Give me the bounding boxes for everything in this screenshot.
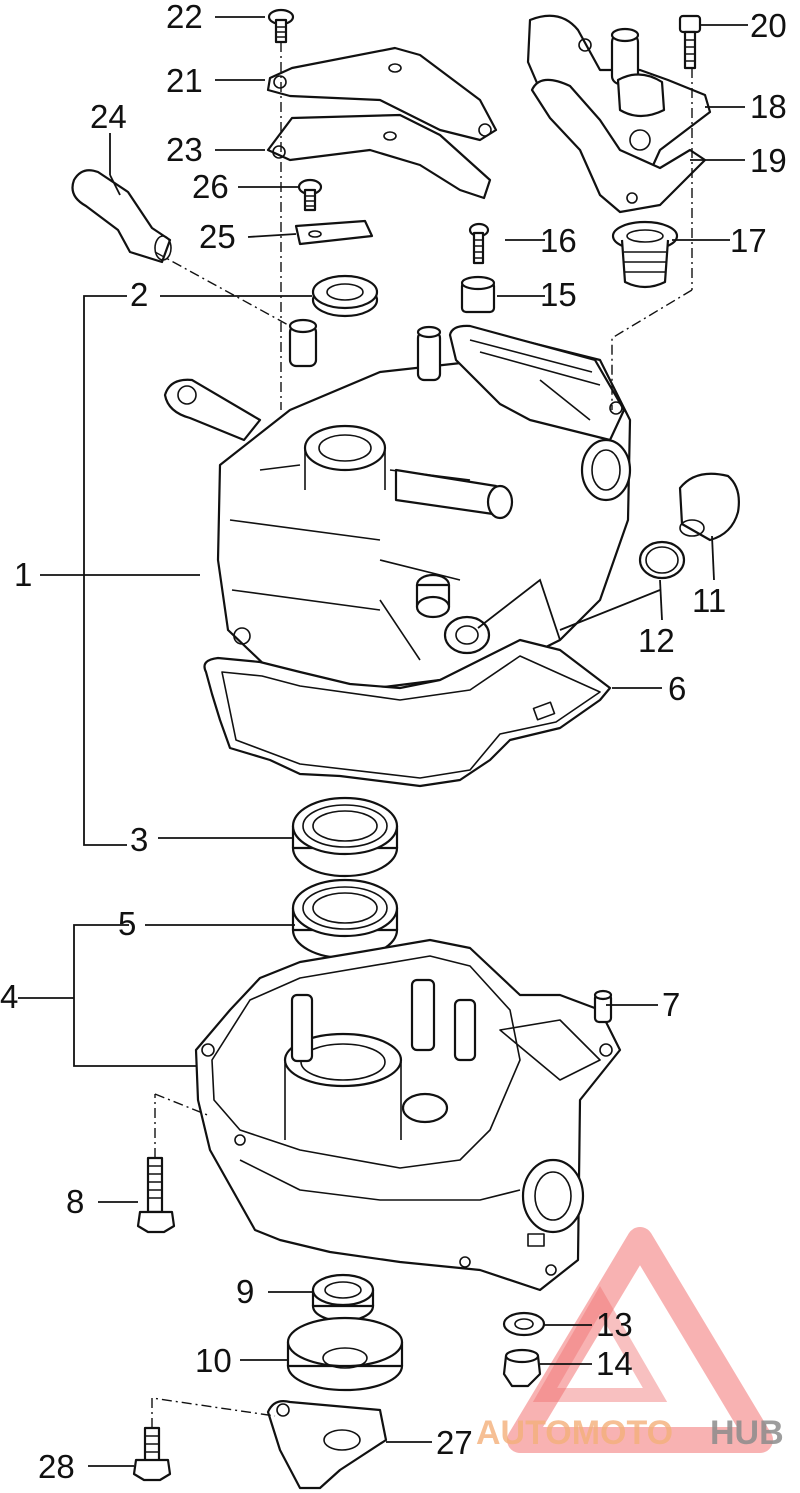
part-gasket-19 (530, 78, 707, 214)
part-plug-11 (678, 472, 740, 542)
callout-11: 11 (692, 582, 726, 619)
part-crankcase-4 (194, 938, 622, 1292)
part-thermostat-cover-18 (526, 14, 712, 184)
part-washer-13 (502, 1311, 546, 1337)
leader-lines (18, 16, 748, 1467)
part-block-1 (163, 318, 632, 692)
callout-6: 6 (668, 670, 686, 707)
part-bolt-28 (132, 1426, 172, 1482)
part-clip-25 (294, 219, 374, 246)
callout-21: 21 (166, 62, 203, 99)
part-oring-12 (638, 540, 686, 580)
callout-8: 8 (66, 1183, 84, 1220)
callout-19: 19 (750, 142, 787, 179)
part-seal-2 (311, 274, 379, 318)
callout-23: 23 (166, 131, 203, 168)
callout-27: 27 (436, 1424, 473, 1461)
part-screw-16 (468, 222, 490, 265)
part-bolt-8 (136, 1156, 176, 1234)
part-seal-9 (311, 1273, 375, 1323)
callout-25: 25 (199, 218, 236, 255)
callout-24: 24 (90, 98, 127, 135)
callout-26: 26 (192, 168, 229, 205)
watermark-triangle (507, 1227, 773, 1453)
part-gasket-6 (203, 638, 612, 788)
part-hose-24 (71, 169, 172, 264)
part-screw-22 (267, 8, 295, 44)
callout-16: 16 (540, 222, 577, 259)
part-bearing-3 (291, 796, 399, 878)
callout-10: 10 (195, 1342, 232, 1379)
part-dowel-7 (593, 989, 613, 1024)
part-bearing-5 (291, 878, 399, 960)
part-cap-10 (286, 1316, 404, 1392)
callout-3: 3 (130, 821, 148, 858)
part-gasket-23 (266, 113, 492, 200)
callout-13: 13 (596, 1306, 633, 1343)
callout-28: 28 (38, 1448, 75, 1485)
callout-12: 12 (638, 622, 675, 659)
part-bolt-20 (678, 14, 702, 70)
watermark-text: AUTOMOTO HUB (476, 1414, 784, 1452)
callout-2: 2 (130, 276, 148, 313)
part-thermostat-17 (611, 220, 679, 289)
callout-22: 22 (166, 0, 203, 35)
part-bracket-27 (266, 1400, 388, 1490)
part-sleeve-15 (460, 275, 496, 314)
watermark-word-hub: HUB (710, 1414, 784, 1452)
callout-20: 20 (750, 7, 787, 44)
callout-4: 4 (0, 978, 18, 1015)
callout-1: 1 (14, 556, 32, 593)
callout-14: 14 (596, 1345, 633, 1382)
part-plug-14 (502, 1348, 542, 1388)
part-screw-26 (297, 178, 323, 212)
callout-numbers: 22 21 23 24 26 25 2 1 3 5 4 16 15 20 18 … (0, 0, 787, 1485)
callout-9: 9 (236, 1273, 254, 1310)
part-plate-21 (266, 46, 498, 142)
callout-5: 5 (118, 905, 136, 942)
callout-18: 18 (750, 88, 787, 125)
callout-15: 15 (540, 276, 577, 313)
watermark-logo (507, 1227, 773, 1453)
callout-17: 17 (730, 222, 767, 259)
callout-7: 7 (662, 986, 680, 1023)
watermark-word-automoto: AUTOMOTO (476, 1414, 673, 1452)
